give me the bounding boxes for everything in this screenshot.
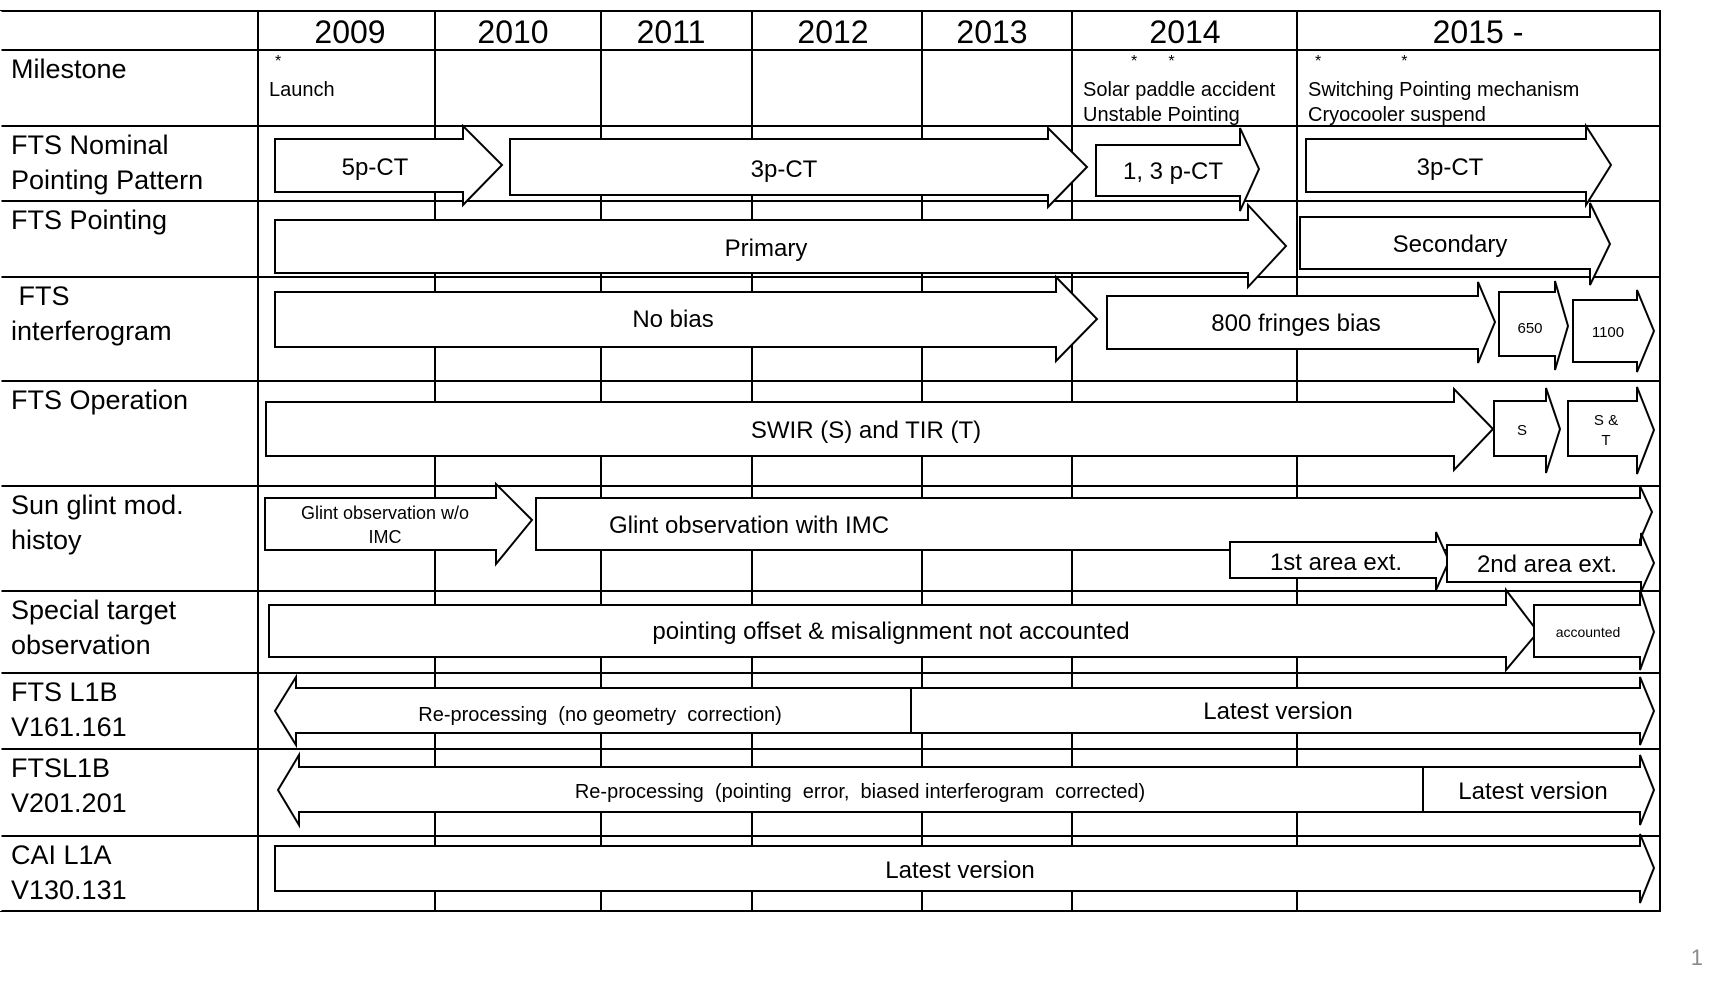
label-swir-tir: SWIR (S) and TIR (T) — [751, 417, 981, 444]
row-label-interferogram-line2: interferogram — [11, 316, 172, 346]
label-5p-ct: 5p-CT — [342, 154, 409, 181]
row-label-sun-glint-line2: histoy — [11, 525, 82, 555]
arrow-not-accounted — [268, 587, 1540, 673]
label-glint-wo-imc-line1: Glint observation w/o — [301, 503, 469, 523]
milestone-2014-mark: * * — [1131, 53, 1175, 70]
row-label-milestone: Milestone — [11, 54, 127, 84]
year-2010: 2010 — [477, 14, 548, 50]
page-number: 1 — [1690, 945, 1703, 970]
label-secondary: Secondary — [1393, 231, 1508, 258]
arrow-primary — [274, 202, 1288, 290]
year-header: 2009 2010 2011 2012 2013 2014 2015 - — [314, 14, 1523, 50]
year-2012: 2012 — [797, 14, 868, 50]
label-1100: 1100 — [1592, 324, 1624, 341]
milestone-solar-paddle: Solar paddle accident — [1083, 79, 1276, 101]
label-2nd-area-ext: 2nd area ext. — [1477, 551, 1617, 578]
row-label-fts-l1b-v161: FTS L1B — [11, 677, 118, 707]
arrow-glint-wo-imc — [264, 481, 534, 567]
row-label-pointing-pattern-line2: Pointing Pattern — [11, 165, 203, 195]
arrow-glint-with-imc — [535, 485, 1654, 551]
milestone-2015-mark: * * — [1315, 53, 1407, 70]
arrow-s-t — [1567, 386, 1656, 475]
year-2014: 2014 — [1149, 14, 1220, 50]
arrow-3p-ct-2015 — [1305, 122, 1613, 209]
year-2015-onward: 2015 - — [1433, 14, 1524, 50]
row-label-fts-pointing: FTS Pointing — [11, 205, 167, 235]
label-cai-latest: Latest version — [885, 857, 1034, 884]
arrow-accounted — [1533, 589, 1656, 671]
label-1-3p-ct: 1, 3 p-CT — [1123, 158, 1223, 185]
row-labels: Milestone FTS Nominal Pointing Pattern F… — [11, 54, 203, 905]
grid — [0, 10, 1661, 912]
arrow-800-fringes — [1106, 281, 1497, 364]
arrow-labels: 5p-CT 3p-CT 1, 3 p-CT 3p-CT Primary Seco… — [301, 154, 1624, 884]
label-650: 650 — [1517, 320, 1542, 337]
label-800-fringes: 800 fringes bias — [1211, 310, 1380, 337]
arrow-secondary — [1299, 202, 1612, 286]
milestone-launch-mark: * — [275, 53, 281, 70]
row-label-fts-operation: FTS Operation — [11, 385, 188, 415]
label-no-bias: No bias — [632, 306, 713, 333]
label-s-t-line2: T — [1601, 432, 1610, 449]
label-latest-v201: Latest version — [1458, 778, 1607, 805]
arrow-1-3p-ct — [1095, 127, 1261, 212]
row-label-fts-l1b-v161-line2: V161.161 — [11, 712, 127, 742]
arrow-latest-v201 — [1422, 754, 1656, 826]
year-2013: 2013 — [956, 14, 1027, 50]
arrow-cai-latest — [274, 833, 1656, 904]
arrow-5p-ct — [274, 123, 504, 208]
row-label-fts-l1b-v201: FTSL1B — [11, 753, 110, 783]
arrow-1st-area-ext — [1229, 531, 1451, 591]
row-label-special-target: Special target — [11, 595, 177, 625]
arrow-no-bias — [274, 274, 1099, 364]
label-primary: Primary — [725, 235, 808, 262]
arrow-2nd-area-ext — [1446, 532, 1656, 593]
milestones: * Launch * * Solar paddle accident Unsta… — [269, 53, 1579, 126]
label-glint-with-imc: Glint observation with IMC — [609, 512, 889, 539]
label-3p-ct-2015: 3p-CT — [1417, 154, 1484, 181]
milestone-launch: Launch — [269, 79, 335, 101]
arrow-s — [1493, 387, 1562, 474]
milestone-unstable-pointing: Unstable Pointing — [1083, 104, 1240, 126]
label-reprocessing-v201: Re-processing (pointing error, biased in… — [575, 781, 1145, 803]
row-label-special-target-line2: observation — [11, 630, 151, 660]
label-3p-ct: 3p-CT — [751, 156, 818, 183]
label-not-accounted: pointing offset & misalignment not accou… — [652, 618, 1129, 645]
row-label-sun-glint: Sun glint mod. — [11, 490, 184, 520]
row-label-cai-l1a-line2: V130.131 — [11, 875, 127, 905]
label-accounted: accounted — [1556, 624, 1621, 640]
year-2011: 2011 — [637, 14, 706, 50]
arrow-650 — [1498, 280, 1570, 371]
milestone-switching-pointing: Switching Pointing mechanism — [1308, 79, 1579, 101]
arrow-3p-ct — [509, 125, 1089, 210]
arrows — [264, 122, 1656, 904]
milestone-cryocooler: Cryocooler suspend — [1308, 104, 1486, 126]
arrow-latest-v161 — [910, 676, 1656, 746]
row-label-fts-l1b-v201-line2: V201.201 — [11, 788, 127, 818]
row-label-interferogram: FTS — [11, 281, 70, 311]
label-reprocessing-v161: Re-processing (no geometry correction) — [418, 704, 781, 726]
arrow-1100 — [1572, 289, 1656, 373]
year-2009: 2009 — [314, 14, 385, 50]
row-label-cai-l1a: CAI L1A — [11, 840, 112, 870]
label-s-t-line1: S & — [1594, 412, 1618, 429]
label-s: S — [1517, 422, 1527, 439]
label-latest-v161: Latest version — [1203, 698, 1352, 725]
arrow-swir-tir — [265, 386, 1495, 473]
row-label-pointing-pattern: FTS Nominal — [11, 130, 169, 160]
label-glint-wo-imc-line2: IMC — [369, 527, 402, 547]
label-1st-area-ext: 1st area ext. — [1270, 549, 1402, 576]
